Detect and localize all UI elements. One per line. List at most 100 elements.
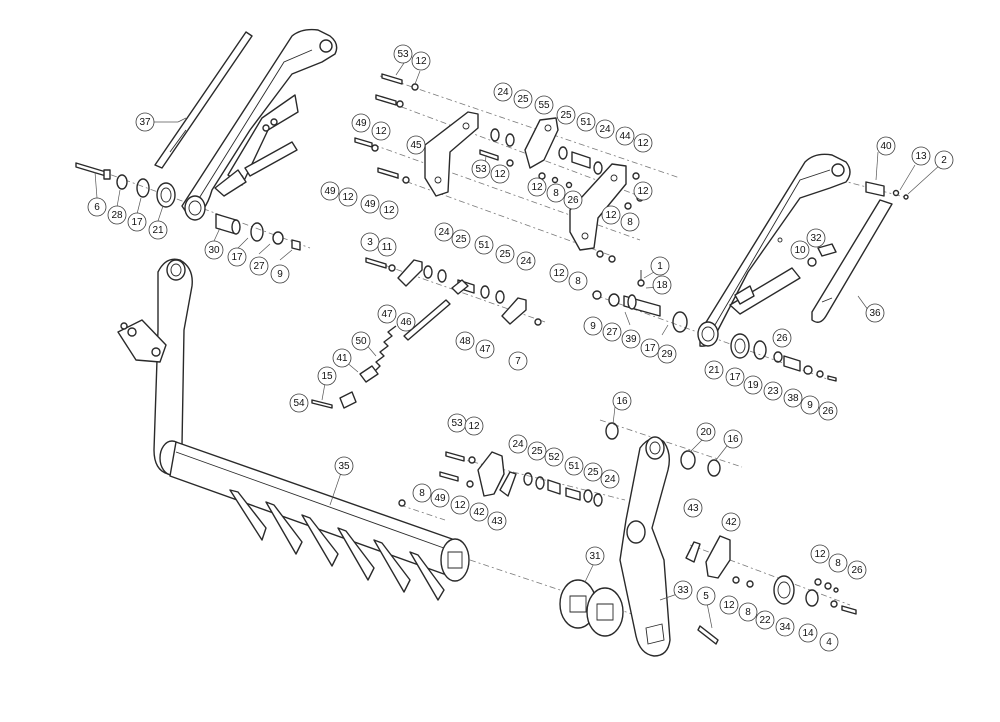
callout-number: 12 <box>814 549 826 560</box>
callout-circle <box>135 112 155 132</box>
part-callout: 23 <box>763 381 783 401</box>
callout-circle <box>338 187 358 207</box>
callout-circle <box>721 512 741 532</box>
callout-number: 51 <box>580 117 592 128</box>
callout-number: 8 <box>627 217 633 228</box>
callout-number: 12 <box>468 421 480 432</box>
part-callout: 48 <box>455 331 475 351</box>
callout-circle <box>819 632 839 652</box>
part-callout: 25 <box>513 89 533 109</box>
callout-circle <box>600 469 620 489</box>
part-callout: 25 <box>451 229 471 249</box>
callout-number: 43 <box>491 516 503 527</box>
callout-circle <box>798 623 818 643</box>
bracket-45 <box>424 111 479 197</box>
callout-number: 33 <box>677 585 689 596</box>
part-callout: 5 <box>696 586 716 606</box>
callout-number: 11 <box>382 242 393 253</box>
callout-number: 2 <box>941 155 947 166</box>
callout-number: 36 <box>869 308 881 319</box>
callout-circle <box>556 105 576 125</box>
callout-circle <box>127 212 147 232</box>
callout-number: 55 <box>538 100 550 111</box>
part-callout: 17 <box>640 338 660 358</box>
callout-circle <box>469 502 489 522</box>
callout-number: 21 <box>152 225 164 236</box>
part-callout: 43 <box>683 498 703 518</box>
part-callout: 51 <box>564 456 584 476</box>
part-callout: 10 <box>790 240 810 260</box>
callout-circle <box>602 322 622 342</box>
callout-number: 47 <box>381 309 393 320</box>
left-arm-bushings <box>215 213 301 251</box>
callout-circle <box>434 222 454 242</box>
callout-number: 51 <box>568 461 580 472</box>
callout-circle <box>650 256 670 276</box>
callout-number: 23 <box>767 386 779 397</box>
part-callout: 28 <box>107 205 127 225</box>
callout-circle <box>601 205 621 225</box>
lower-bracket-assembly <box>439 451 603 507</box>
part-callout: 54 <box>289 393 309 413</box>
part-callout: 25 <box>527 441 547 461</box>
spring-50 <box>373 325 397 373</box>
callout-number: 47 <box>479 344 491 355</box>
callout-circle <box>633 181 653 201</box>
callout-number: 12 <box>637 138 649 149</box>
callout-circle <box>377 237 397 257</box>
callout-circle <box>360 232 380 252</box>
callout-number: 10 <box>794 245 806 256</box>
callout-number: 34 <box>779 622 791 633</box>
callout-circle <box>379 200 399 220</box>
callout-circle <box>148 220 168 240</box>
callout-number: 3 <box>367 237 373 248</box>
callout-circle <box>583 462 603 482</box>
callout-number: 17 <box>729 372 741 383</box>
part-callout: 42 <box>721 512 741 532</box>
callout-number: 26 <box>851 565 863 576</box>
callout-circle <box>800 395 820 415</box>
callout-number: 49 <box>364 199 376 210</box>
callout-circle <box>544 447 564 467</box>
callout-number: 44 <box>619 131 631 142</box>
callout-circle <box>738 602 758 622</box>
callout-number: 53 <box>451 418 463 429</box>
callout-number: 22 <box>759 615 771 626</box>
callout-circle <box>783 388 803 408</box>
callout-number: 12 <box>723 600 735 611</box>
callout-number: 45 <box>410 140 422 151</box>
callout-circle <box>818 401 838 421</box>
callout-number: 42 <box>473 507 485 518</box>
callout-circle <box>621 329 641 349</box>
callout-circle <box>725 367 745 387</box>
plate-36 <box>811 199 893 323</box>
part-callout: 20 <box>696 422 716 442</box>
part-callout: 7 <box>508 351 528 371</box>
part-callout: 18 <box>652 275 672 295</box>
callout-circle <box>633 133 653 153</box>
callout-number: 35 <box>338 461 350 472</box>
callout-number: 31 <box>589 551 601 562</box>
part-callout: 32 <box>806 228 826 248</box>
callout-number: 17 <box>231 252 243 263</box>
part-callout: 53 <box>471 159 491 179</box>
callout-number: 49 <box>434 493 446 504</box>
part-callout: 12 <box>411 51 431 71</box>
callout-number: 25 <box>560 110 572 121</box>
part-callout: 45 <box>406 135 426 155</box>
callout-circle <box>673 580 693 600</box>
callout-number: 26 <box>822 406 834 417</box>
callout-circle <box>772 328 792 348</box>
callout-number: 20 <box>700 427 712 438</box>
callout-circle <box>527 177 547 197</box>
callout-circle <box>696 422 716 442</box>
callout-number: 30 <box>208 245 220 256</box>
part-callout: 49 <box>430 488 450 508</box>
callout-circle <box>719 595 739 615</box>
callout-circle <box>828 553 848 573</box>
part-callout: 12 <box>719 595 739 615</box>
plate-43 <box>499 471 517 497</box>
callout-circle <box>474 235 494 255</box>
callout-number: 12 <box>637 186 649 197</box>
